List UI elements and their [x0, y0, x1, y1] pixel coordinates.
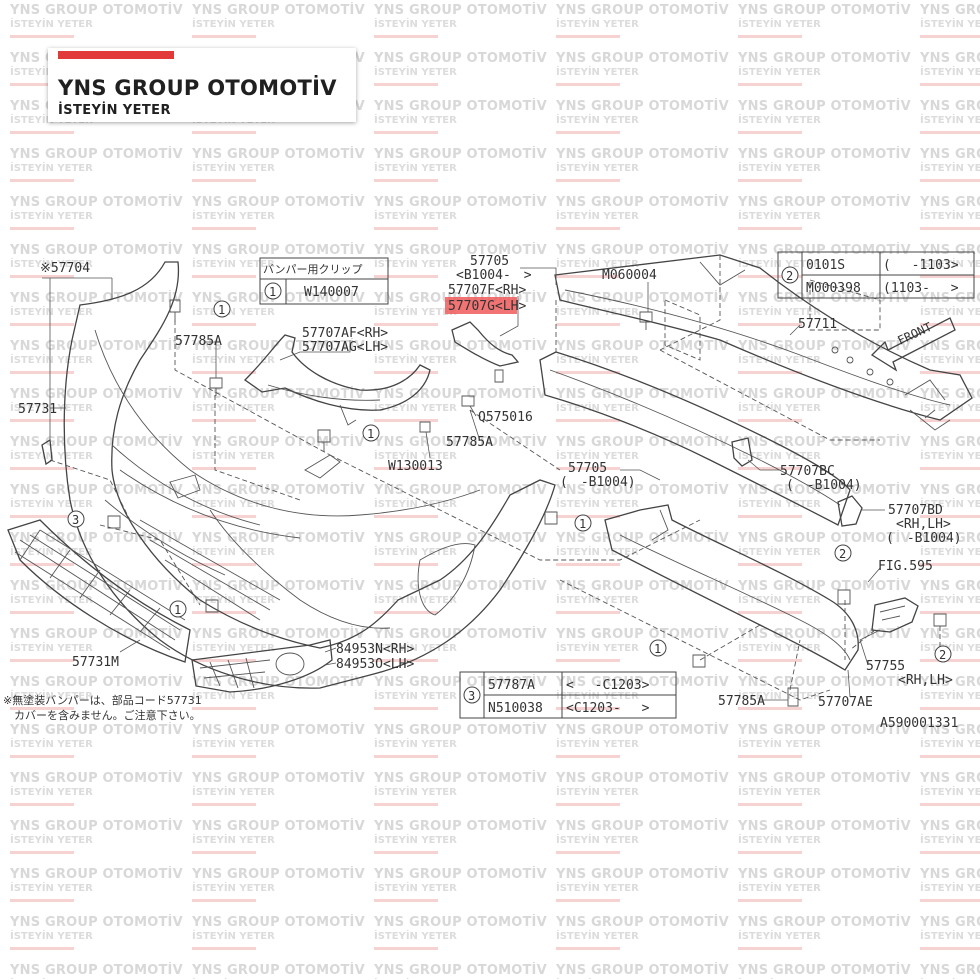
brand-card: YNS GROUP OTOMOTİV İSTEYİN YETER: [48, 48, 356, 122]
bumper-cover-57704[interactable]: [63, 261, 556, 689]
label-57731: 57731: [18, 402, 57, 417]
callout-2: 2: [939, 648, 946, 662]
clip-table-ref: 1: [269, 285, 276, 299]
callout-1: 1: [579, 517, 586, 531]
table-3: 3 57787A < -C1203> N510038 <C1203- >: [459, 671, 677, 719]
label-57707bd: 57707BD: [888, 503, 943, 518]
lower-beam-57707ae[interactable]: [604, 504, 859, 671]
footnote-line1: ※無塗装バンパーは、部品コード57731: [3, 693, 202, 707]
callout-3: 3: [72, 513, 79, 527]
label-57755: 57755: [866, 659, 905, 674]
label-57755-side: <RH,LH>: [898, 673, 953, 688]
lower-grille-57731m[interactable]: [7, 519, 191, 663]
label-57707ag: 57707AG<LH>: [302, 340, 388, 355]
callout-1: 1: [654, 642, 661, 656]
label-q575016: Q575016: [478, 410, 533, 425]
clip-57731[interactable]: [41, 438, 53, 466]
diagram-code: A590001331: [880, 716, 958, 731]
callout-2: 2: [839, 547, 846, 561]
fasteners: [107, 299, 947, 707]
footnote-line2: カバーを含みません。ご注意下さい。: [14, 708, 201, 722]
bracket-57707bd[interactable]: [837, 495, 863, 527]
table3-ref: 3: [468, 689, 475, 703]
label-84953n: 84953N<RH>: [336, 642, 414, 657]
bracket-57707bc[interactable]: [731, 437, 753, 467]
label-57705-range: ( -B1004): [560, 475, 636, 490]
label-57707bd-range: ( -B1004): [886, 531, 962, 546]
label-57707g[interactable]: 57707G<LH>: [448, 299, 526, 314]
label-m060004: M060004: [602, 268, 657, 283]
label-57707af: 57707AF<RH>: [302, 326, 388, 341]
brand-subtitle: İSTEYİN YETER: [58, 103, 171, 118]
callout-1: 1: [218, 303, 225, 317]
label-57785a: 57785A: [718, 694, 765, 709]
clip-table: バンパー用クリップ 1 W140007: [259, 257, 389, 305]
brand-title: YNS GROUP OTOMOTİV: [58, 76, 337, 100]
label-57705: 57705: [470, 254, 509, 269]
bracket-57755[interactable]: [871, 597, 919, 633]
table-2: 2 0101S ( -1103> M000398 (1103- >: [777, 251, 975, 299]
footnote: ※無塗装バンパーは、部品コード57731 カバーを含みません。ご注意下さい。: [3, 693, 202, 722]
callouts: 1 1 1 1 1 3 2 2: [67, 300, 952, 663]
label-57707bd-side: <RH,LH>: [896, 517, 951, 532]
table2-row1-range: (1103- >: [883, 281, 959, 296]
label-57707bc-range: ( -B1004): [786, 478, 862, 493]
label-57707bc: 57707BC: [780, 464, 835, 479]
table3-row0-range: < -C1203>: [566, 678, 650, 693]
table3-row1-part: N510038: [488, 701, 543, 716]
table3-row0-part: 57787A: [488, 678, 535, 693]
label-57785a: 57785A: [446, 435, 493, 450]
callout-1: 1: [174, 603, 181, 617]
label-57711: 57711: [798, 317, 837, 332]
table2-ref: 2: [786, 269, 793, 283]
callout-1: 1: [367, 427, 374, 441]
table2-row1-part: M000398: [806, 281, 861, 296]
table2-row0-part: 0101S: [806, 258, 845, 273]
label-57707ae: 57707AE: [818, 695, 873, 710]
brand-accent-bar: [58, 51, 174, 59]
clip-table-part: W140007: [304, 285, 359, 300]
reinforcement-57711[interactable]: [554, 254, 973, 431]
side-bracket-57707af[interactable]: [243, 334, 431, 426]
table2-row0-range: ( -1103>: [883, 258, 959, 273]
small-bracket-57707f[interactable]: [451, 321, 520, 367]
label-57707f: 57707F<RH>: [448, 283, 526, 298]
label-fig595[interactable]: FIG.595: [878, 559, 933, 574]
leader-lines: [42, 267, 885, 701]
label-57705-range: <B1004- >: [456, 268, 532, 283]
label-57704: ※57704: [40, 261, 90, 276]
label-w130013: W130013: [388, 459, 443, 474]
highlight-box[interactable]: [445, 297, 517, 314]
assembly-lines: [49, 255, 941, 701]
absorber-57705[interactable]: [539, 351, 851, 526]
label-57731m: 57731M: [72, 655, 119, 670]
clip-table-header: バンパー用クリップ: [263, 263, 363, 276]
fog-cover-84953[interactable]: [191, 639, 333, 693]
table3-row1-range: <C1203- >: [566, 701, 650, 716]
label-84953o: 84953O<LH>: [336, 657, 414, 672]
label-57705: 57705: [568, 461, 607, 476]
part-labels: ※57704 57731 57785A 57707AF<RH> 57707AG<…: [18, 254, 962, 731]
label-57785a: 57785A: [175, 334, 222, 349]
